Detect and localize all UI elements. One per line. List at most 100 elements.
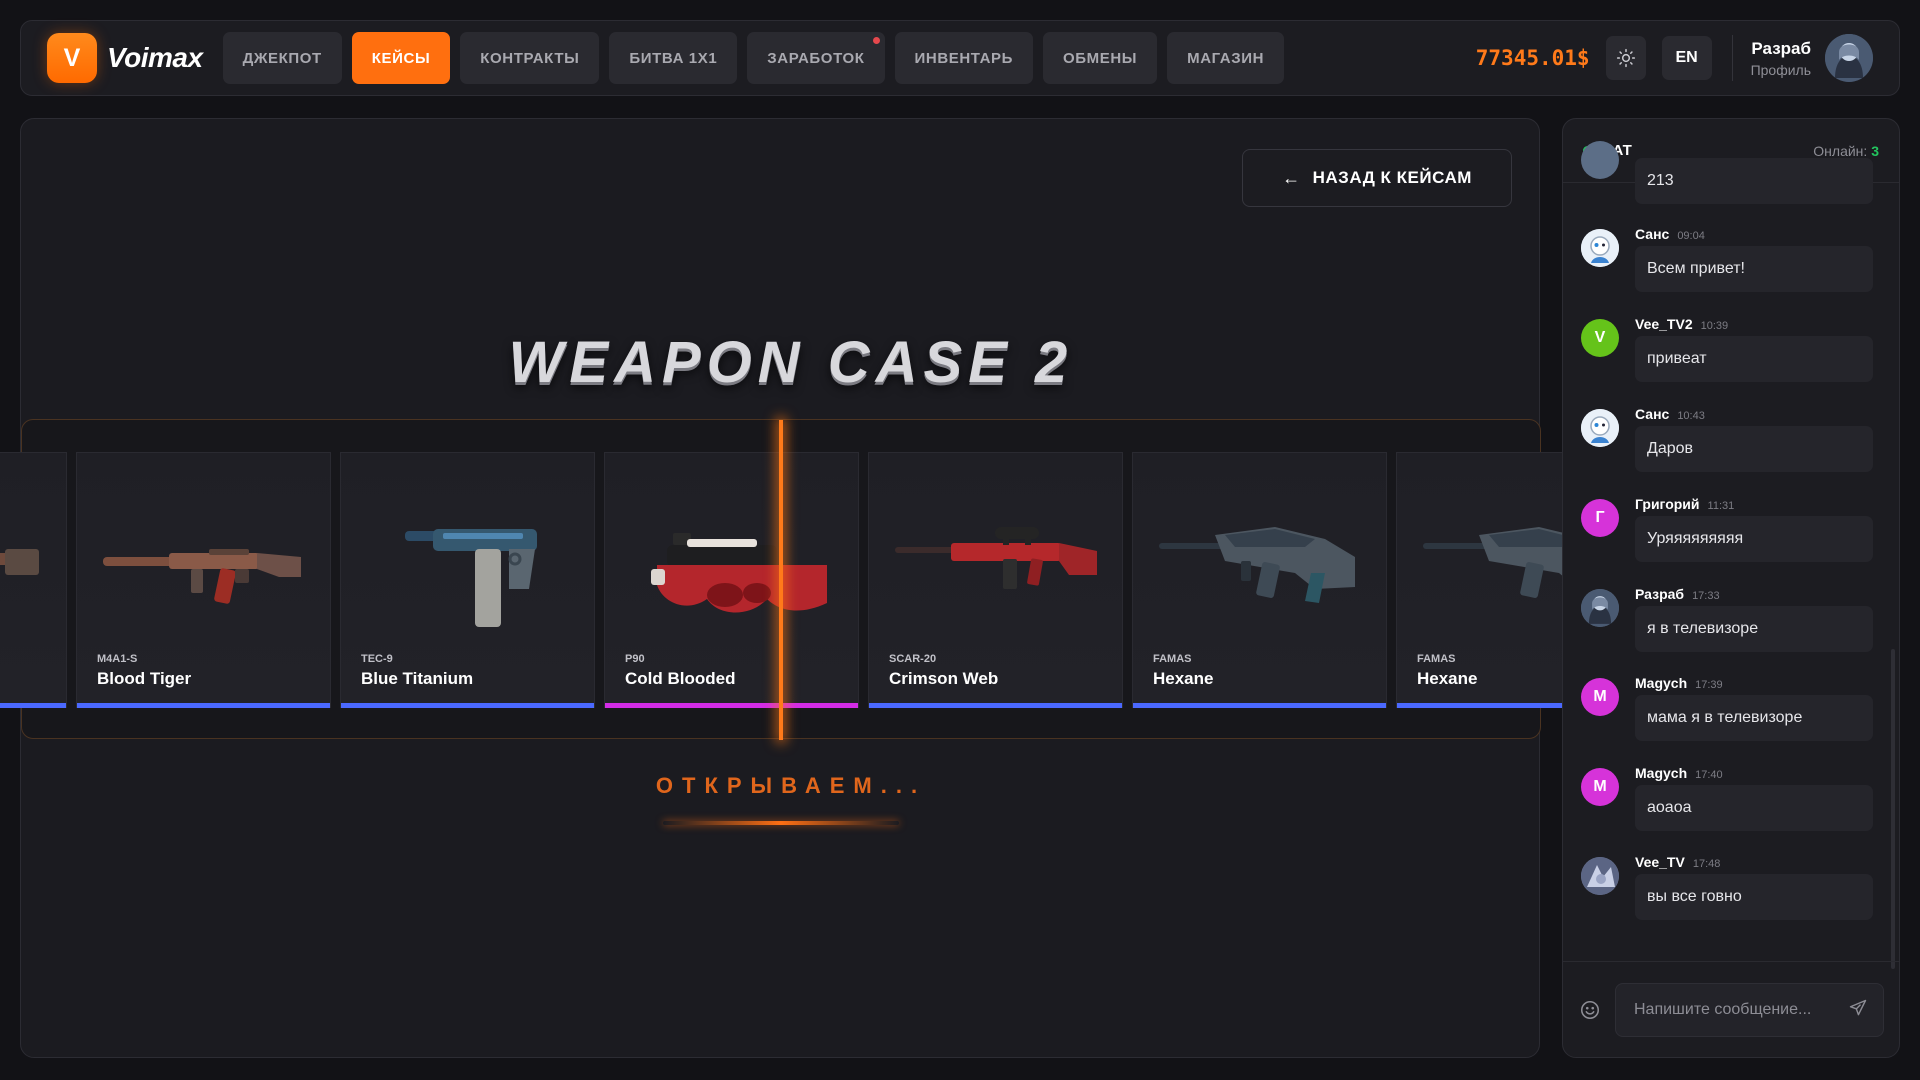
sun-icon <box>1616 48 1635 68</box>
veetv-avatar-icon <box>1581 857 1619 895</box>
message-header: Григорий 11:31 <box>1635 496 1734 512</box>
item-name: Hexane <box>1417 669 1478 688</box>
message-text: Даров <box>1635 426 1873 472</box>
rarity-bar <box>0 703 66 708</box>
user-avatar[interactable] <box>1581 589 1619 627</box>
theme-toggle-button[interactable] <box>1605 36 1646 80</box>
item-name: Hexane <box>1153 669 1214 688</box>
nav-contracts[interactable]: КОНТРАКТЫ <box>460 32 600 84</box>
logo-text: Voimax <box>107 42 203 73</box>
message-author[interactable]: Санс <box>1635 406 1670 422</box>
header-right: 77345.01$ EN Разраб Профиль <box>1476 34 1873 82</box>
avatar-image <box>1825 34 1873 82</box>
back-to-cases-button[interactable]: ← НАЗАД К КЕЙСАМ <box>1242 149 1512 207</box>
message-time: 17:39 <box>1695 679 1723 691</box>
user-avatar[interactable] <box>1581 229 1619 267</box>
chat-scrollbar[interactable] <box>1891 649 1895 969</box>
item-name: Blue Titanium <box>361 669 474 688</box>
message-time: 17:40 <box>1695 769 1723 781</box>
message-time: 09:04 <box>1677 230 1705 242</box>
item-type: M4A1-S <box>97 653 138 665</box>
notification-dot <box>872 37 880 44</box>
nav-jackpot[interactable]: ДЖЕКПОТ <box>222 32 342 84</box>
top-header: V Voimax ДЖЕКПОТ КЕЙСЫ КОНТРАКТЫ БИТВА 1… <box>20 20 1900 96</box>
message-text: 213 <box>1635 158 1873 204</box>
user-avatar[interactable] <box>1581 409 1619 447</box>
roulette-item: TEC-9 Blue Titanium <box>340 452 595 708</box>
message-author[interactable]: Григорий <box>1635 496 1700 512</box>
chat-input-row <box>1563 961 1899 1057</box>
message-text: Уряяяяяяяяя <box>1635 516 1873 562</box>
message-header: Санс 09:04 <box>1635 226 1705 242</box>
message-text: привеат <box>1635 336 1873 382</box>
item-type: FAMAS <box>1153 653 1192 665</box>
chat-input-wrap <box>1615 982 1884 1037</box>
profile-link[interactable]: Профиль <box>1750 61 1811 78</box>
message-time: 17:48 <box>1692 858 1721 870</box>
item-type: FAMAS <box>1417 653 1456 665</box>
user-avatar[interactable]: V <box>1581 319 1619 357</box>
roulette-item: P90 Cold Blooded <box>604 452 859 708</box>
user-avatar[interactable]: Г <box>1581 499 1619 537</box>
online-count: Онлайн: 3 <box>1813 142 1879 159</box>
message-text: мама я в телевизоре <box>1635 695 1873 741</box>
message-time: 10:39 <box>1700 320 1729 332</box>
message-time: 10:43 <box>1677 410 1705 422</box>
message-text: аоаоа <box>1635 785 1873 831</box>
header-divider <box>1731 35 1733 81</box>
language-button[interactable]: EN <box>1661 36 1712 80</box>
user-avatar[interactable]: M <box>1581 678 1619 716</box>
chat-input[interactable] <box>1615 982 1884 1037</box>
item-type: TEC-9 <box>361 653 393 665</box>
opening-progress-line <box>663 821 899 825</box>
item-name: Blood Tiger <box>97 669 192 688</box>
user-avatar[interactable]: M <box>1581 768 1619 806</box>
rarity-bar <box>1397 703 1650 708</box>
avatar[interactable] <box>1825 34 1873 82</box>
weapon-m4-icon <box>0 549 39 575</box>
message-header: Magych 17:39 <box>1635 675 1723 691</box>
nav-trades[interactable]: ОБМЕНЫ <box>1043 32 1158 84</box>
item-type: P90 <box>625 653 645 665</box>
rarity-bar <box>869 703 1122 708</box>
rarity-bar <box>605 703 858 708</box>
chat-panel: ЧАТ Онлайн: 3 213 Санс 09:04 Всем привет… <box>1562 118 1900 1058</box>
weapon-p90-icon <box>651 533 827 613</box>
message-text: Всем привет! <box>1635 246 1873 292</box>
send-icon <box>1849 999 1867 1015</box>
message-text: вы все говно <box>1635 874 1873 920</box>
case-title: WEAPON CASE 2 <box>508 330 1074 395</box>
chat-messages[interactable]: 213 Санс 09:04 Всем привет! V Vee_TV2 10… <box>1563 141 1899 959</box>
weapon-famas-icon <box>1159 527 1355 603</box>
main-nav: ДЖЕКПОТ КЕЙСЫ КОНТРАКТЫ БИТВА 1X1 ЗАРАБО… <box>222 32 1294 84</box>
rarity-bar <box>1133 703 1386 708</box>
profile-text: Разраб Профиль <box>1751 39 1811 78</box>
message-author[interactable]: Magych <box>1635 765 1688 781</box>
message-author[interactable]: Magych <box>1635 675 1688 691</box>
nav-battle[interactable]: БИТВА 1X1 <box>609 32 738 84</box>
profile-menu[interactable]: Разраб Профиль <box>1751 34 1873 82</box>
logo[interactable]: V Voimax <box>47 33 203 83</box>
nav-earnings[interactable]: ЗАРАБОТОК <box>747 32 885 84</box>
nav-shop[interactable]: МАГАЗИН <box>1167 32 1285 84</box>
user-avatar[interactable] <box>1581 857 1619 895</box>
roulette-item: FAMAS Hexane <box>1132 452 1387 708</box>
message-author[interactable]: Санс <box>1635 226 1670 242</box>
rarity-bar <box>77 703 330 708</box>
message-author[interactable]: Vee_TV <box>1635 854 1685 870</box>
arrow-left-icon: ← <box>1282 167 1301 188</box>
sans-avatar-icon <box>1581 409 1619 447</box>
roulette-item <box>0 452 67 708</box>
item-name: Crimson Web <box>889 669 999 688</box>
message-time: 17:33 <box>1692 590 1720 602</box>
rarity-bar <box>341 703 594 708</box>
message-author[interactable]: Vee_TV2 <box>1635 316 1693 332</box>
nav-cases[interactable]: КЕЙСЫ <box>351 32 451 84</box>
razrab-avatar-icon <box>1581 589 1619 627</box>
emoji-button[interactable] <box>1579 994 1601 1026</box>
message-author[interactable]: Разраб <box>1635 586 1685 602</box>
user-avatar[interactable] <box>1581 141 1619 179</box>
send-button[interactable] <box>1848 998 1872 1022</box>
roulette-item: M4A1-S Blood Tiger <box>76 452 331 708</box>
nav-inventory[interactable]: ИНВЕНТАРЬ <box>894 32 1034 84</box>
